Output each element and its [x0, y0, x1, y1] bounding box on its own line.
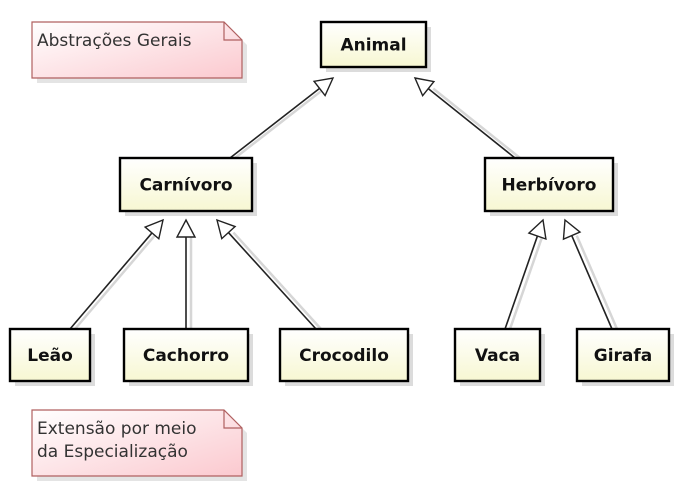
- class-box: [453, 327, 542, 383]
- class-herbivoro[interactable]: Herbívoro: [483, 156, 615, 213]
- class-carnivoro[interactable]: Carnívoro: [118, 156, 254, 213]
- note-fold: [223, 22, 242, 41]
- generalization-arrowhead: [143, 218, 164, 241]
- edge-line: [504, 235, 539, 330]
- generalization-arrowhead: [312, 77, 335, 97]
- class-box: [8, 327, 92, 383]
- generalization-edge-cachorro-carnivoro: [175, 218, 197, 329]
- class-name: Carnívoro: [139, 176, 232, 196]
- class-animal[interactable]: Animal: [319, 20, 428, 69]
- note-text-line: Extensão por meio: [37, 419, 197, 439]
- generalization-arrowhead: [215, 218, 237, 240]
- note-body: [31, 21, 243, 79]
- class-box: [122, 327, 250, 383]
- edge-line: [69, 232, 153, 330]
- generalization-arrowhead: [175, 218, 197, 238]
- note-body: [31, 409, 243, 477]
- generalization-edge-carnivoro-animal: [229, 77, 335, 159]
- class-name: Herbívoro: [502, 176, 597, 196]
- edge-line: [570, 235, 613, 330]
- class-crocodilo[interactable]: Crocodilo: [278, 327, 410, 383]
- edge-line: [229, 87, 321, 159]
- class-name: Crocodilo: [299, 346, 389, 366]
- class-box: [483, 156, 615, 213]
- class-name: Vaca: [475, 346, 520, 366]
- class-name: Girafa: [594, 346, 653, 366]
- generalization-edge-crocodilo-carnivoro: [215, 218, 322, 330]
- class-box: [319, 20, 428, 69]
- class-leao[interactable]: Leão: [8, 327, 92, 383]
- note-abstractions: Abstrações Gerais: [31, 21, 243, 79]
- note-extension: Extensão por meio da Especialização: [31, 409, 243, 477]
- class-box: [118, 156, 254, 213]
- class-box: [278, 327, 410, 383]
- note-text-line: da Especialização: [37, 442, 188, 462]
- edge-line: [227, 232, 317, 330]
- class-name: Cachorro: [143, 346, 229, 366]
- generalization-edge-vaca-herbivoro: [504, 218, 547, 330]
- class-box: [575, 327, 671, 383]
- generalization-arrowhead: [562, 218, 582, 241]
- class-cachorro[interactable]: Cachorro: [122, 327, 250, 383]
- generalization-arrowhead: [413, 77, 436, 97]
- generalization-edge-herbivoro-animal: [413, 77, 521, 159]
- edge-line: [427, 87, 516, 159]
- generalization-edge-leao-carnivoro: [69, 218, 164, 330]
- class-girafa[interactable]: Girafa: [575, 327, 671, 383]
- note-text-line: Abstrações Gerais: [37, 31, 192, 51]
- class-name: Animal: [340, 36, 406, 56]
- class-name: Leão: [27, 346, 73, 366]
- note-fold: [223, 410, 242, 429]
- class-vaca[interactable]: Vaca: [453, 327, 542, 383]
- generalization-edge-girafa-herbivoro: [562, 218, 619, 330]
- generalization-arrowhead: [527, 218, 547, 241]
